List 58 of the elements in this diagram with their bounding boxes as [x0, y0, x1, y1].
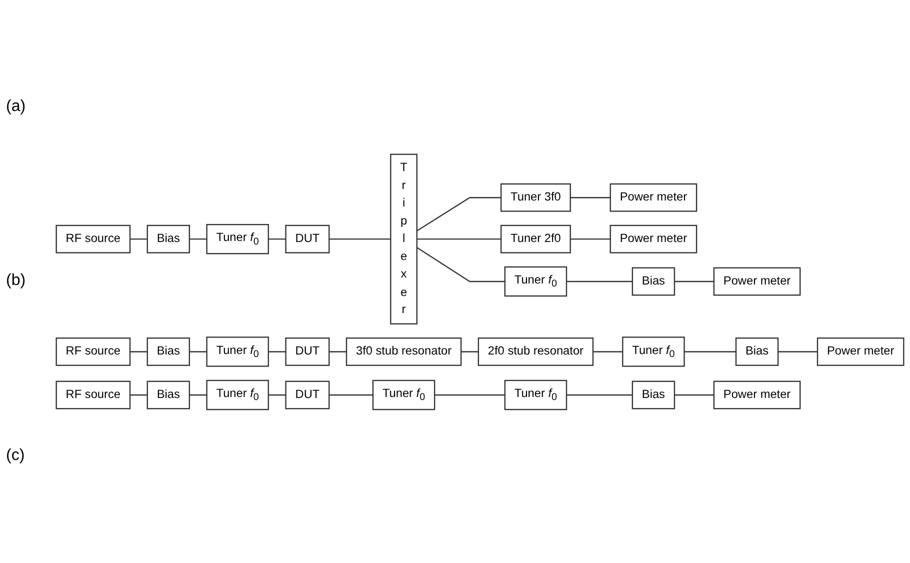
- node-box: RF source: [56, 224, 131, 253]
- node-box: Tuner f$_{0}$: [504, 266, 568, 296]
- connector: [189, 350, 207, 352]
- connector: [416, 238, 502, 240]
- node-box: Power meter: [610, 224, 698, 253]
- panel-label: (a): [5, 98, 27, 116]
- connector: [268, 238, 286, 240]
- connector: [566, 280, 632, 282]
- node-box: RF source: [56, 337, 131, 366]
- node-box: Tuner 3f0: [500, 182, 571, 212]
- connector: [684, 350, 736, 352]
- connector: [674, 280, 714, 282]
- node-box: RF source: [56, 380, 131, 409]
- node-box: DUT: [285, 224, 330, 253]
- node-box: Bias: [146, 224, 190, 253]
- node-box: Bias: [632, 380, 676, 409]
- node-box: Tuner 2f0: [500, 224, 571, 253]
- connector: [778, 350, 818, 352]
- node-box: Tuner f$_{0}$: [206, 224, 269, 254]
- connector: [130, 238, 148, 240]
- node-box: Bias: [146, 380, 190, 409]
- node-box: Bias: [632, 266, 676, 296]
- connector: [189, 238, 207, 240]
- connector: [592, 350, 623, 352]
- connector: [416, 246, 505, 282]
- node-box: Tuner f$_{0}$: [504, 379, 568, 410]
- panel-label: (c): [5, 446, 26, 465]
- node-box: Tuner f$_{0}$: [372, 379, 436, 410]
- panel-label: (b): [5, 272, 27, 290]
- connector: [130, 350, 148, 352]
- connector: [189, 394, 207, 396]
- node-box: DUT: [285, 337, 330, 366]
- connector: [461, 350, 478, 352]
- connector: [329, 394, 373, 396]
- connector: [268, 350, 286, 352]
- connector: [268, 394, 286, 396]
- node-box: Bias: [146, 337, 190, 366]
- connector: [329, 350, 346, 352]
- connector: [434, 394, 505, 396]
- node-box: 3f0 stub resonator: [346, 337, 462, 366]
- connector: [130, 394, 148, 396]
- connector: [566, 394, 632, 396]
- connector: [674, 394, 714, 396]
- connector: [570, 196, 610, 198]
- node-box: 2f0 stub resonator: [478, 337, 594, 366]
- connector: [570, 238, 610, 240]
- node-box: Tuner f$_{0}$: [206, 379, 269, 410]
- node-box: Power meter: [816, 337, 904, 366]
- node-box: Tuner f$_{0}$: [622, 336, 685, 366]
- node-box: Power meter: [713, 380, 801, 409]
- node-box: Tuner f$_{0}$: [206, 336, 269, 366]
- connector: [329, 238, 391, 240]
- node-box: Power meter: [713, 266, 801, 296]
- connector: [416, 196, 502, 231]
- node-box: Bias: [735, 337, 779, 366]
- node-box: Triplexer: [390, 153, 418, 324]
- node-box: Power meter: [610, 182, 698, 212]
- node-box: DUT: [285, 380, 330, 409]
